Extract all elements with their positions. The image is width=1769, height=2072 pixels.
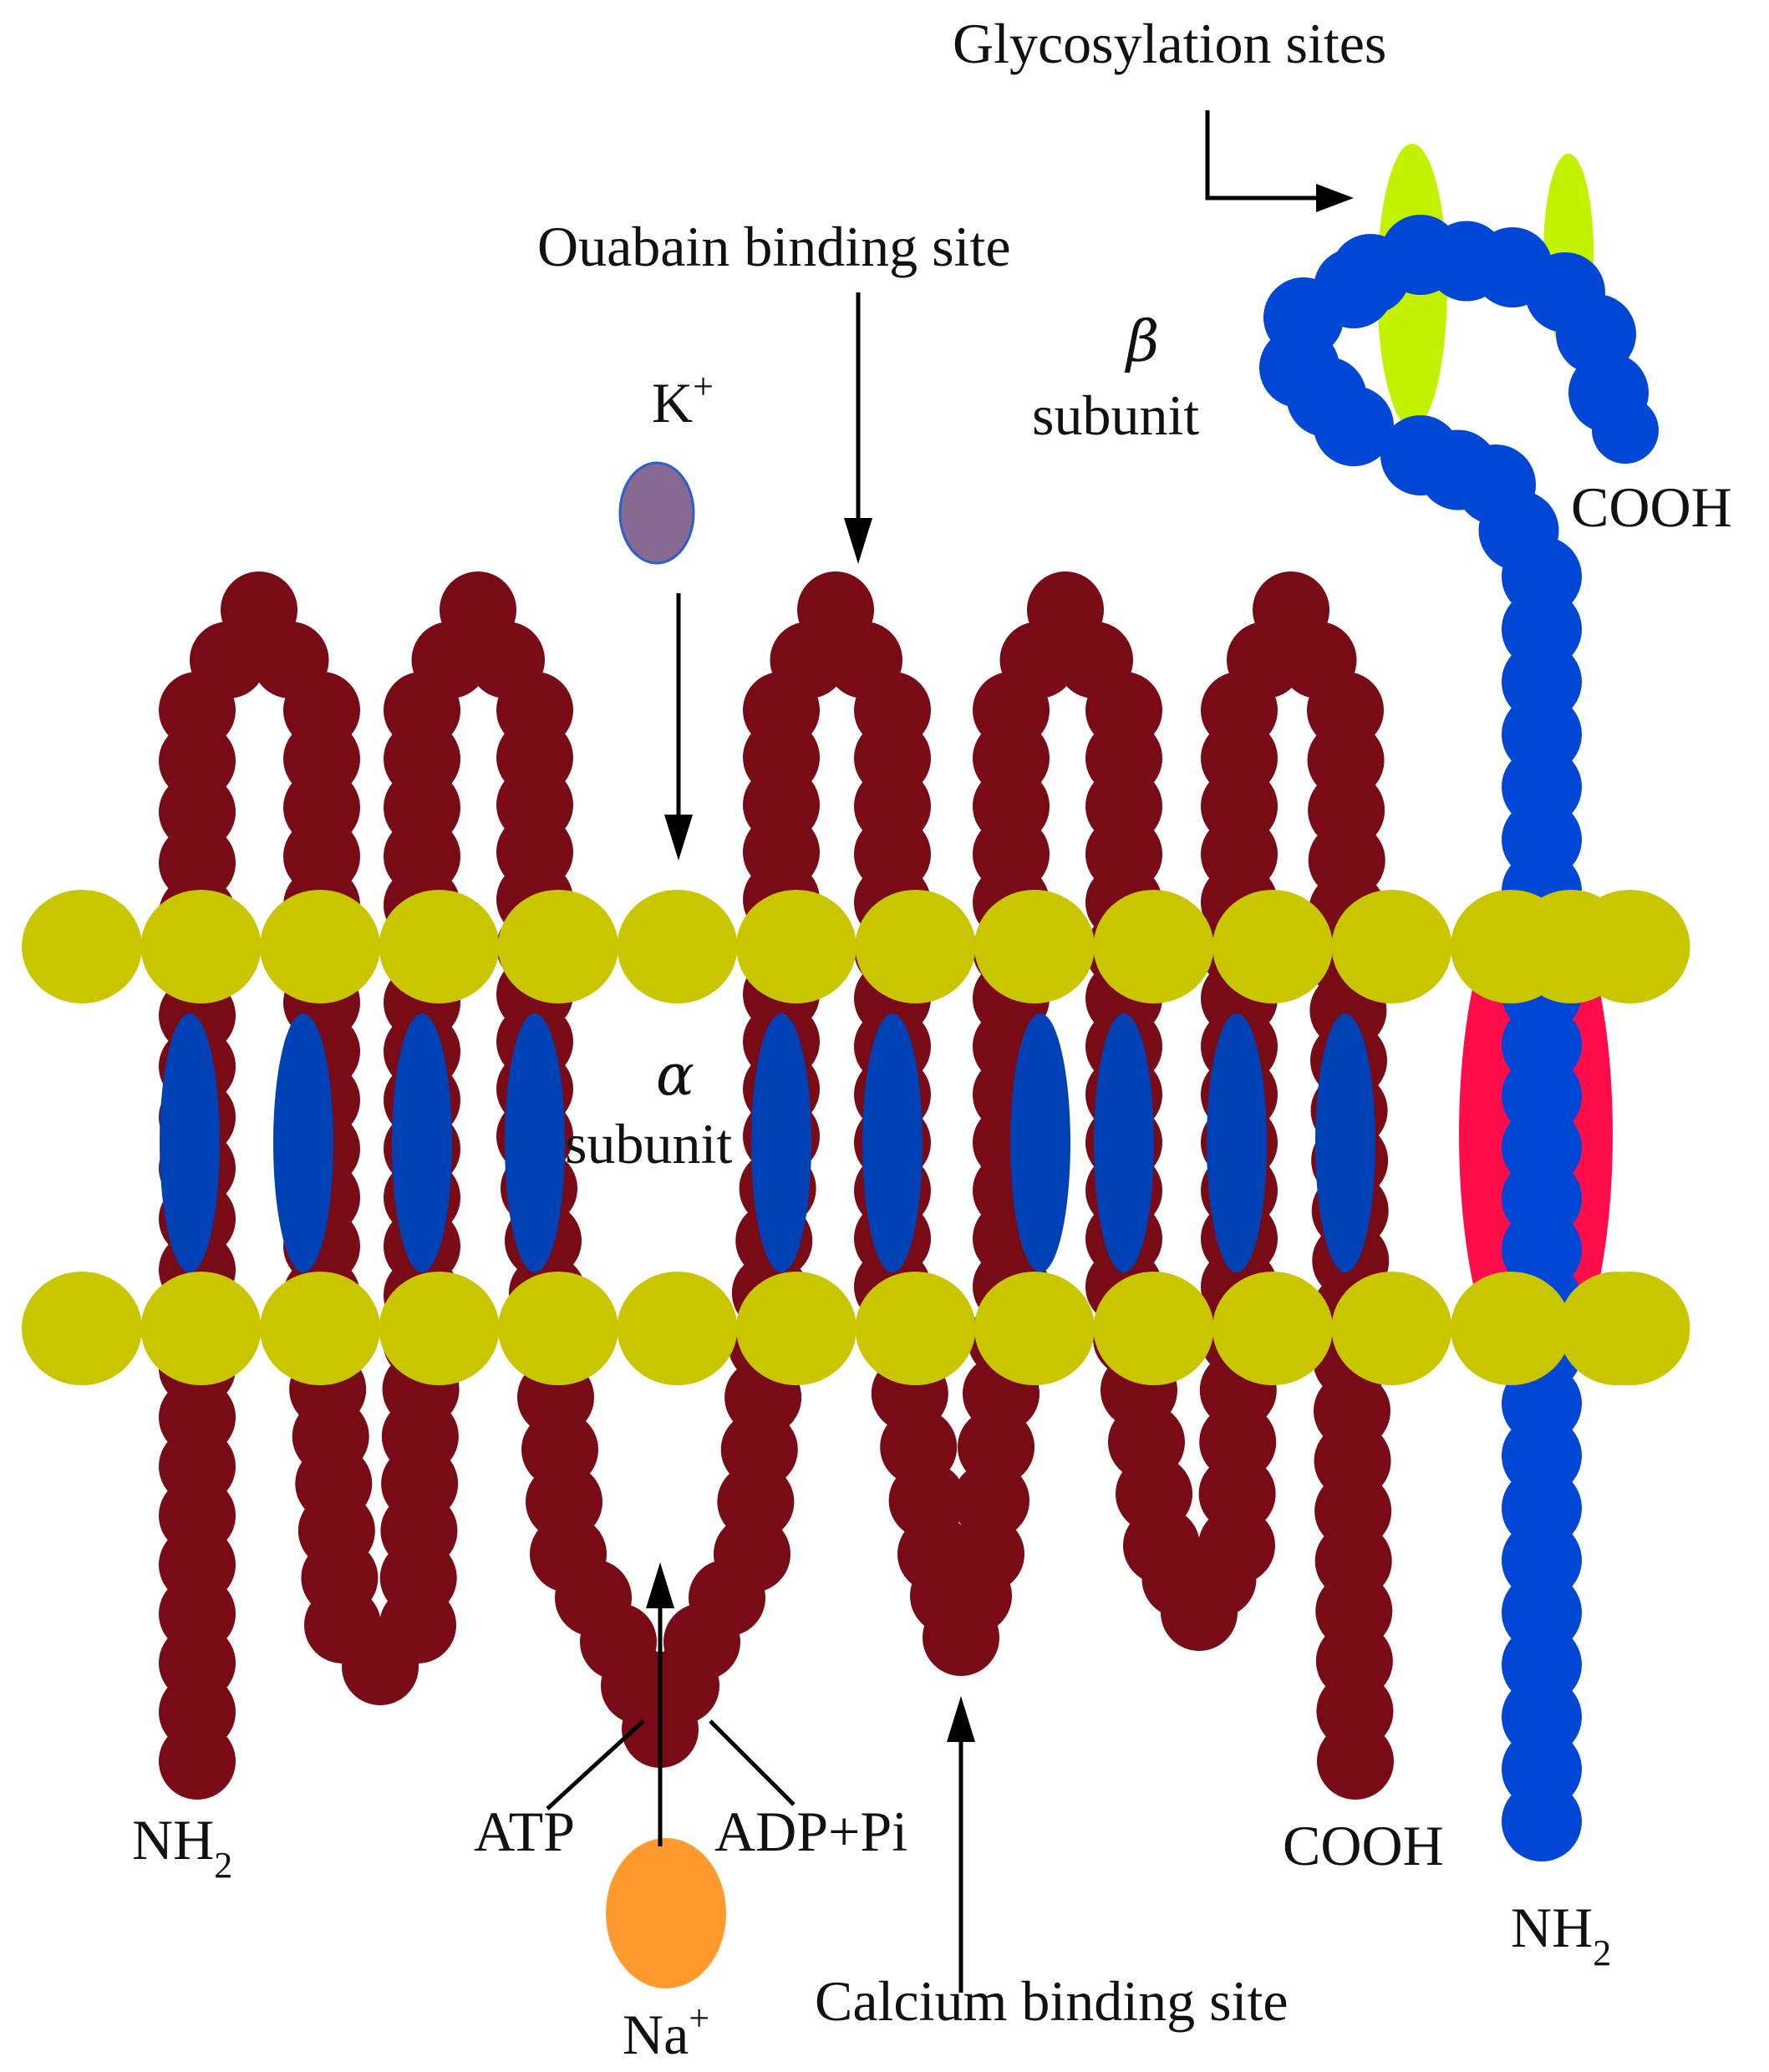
ouabain-binding-site-label: Ouabain binding site	[537, 215, 1011, 278]
lipid-head-outer	[1212, 890, 1333, 1003]
lipid-head-inner	[498, 1272, 618, 1385]
alpha-nh2-text: NH	[132, 1808, 214, 1871]
lipid-head-outer	[140, 890, 262, 1003]
alpha-cooh-label: COOH	[1283, 1814, 1444, 1877]
glycosylation-arrowhead	[1316, 184, 1354, 212]
tm-helix	[392, 1013, 452, 1272]
tm-helix	[505, 1013, 565, 1272]
adp-line	[709, 1719, 796, 1806]
lipid-head-inner	[974, 1272, 1095, 1385]
alpha-nh2-label: NH2	[132, 1808, 232, 1886]
lipid-head-inner	[1331, 1272, 1452, 1385]
atp-line	[546, 1719, 645, 1810]
lipid-head-outer	[22, 890, 142, 1003]
lipid-head-inner	[736, 1272, 857, 1385]
beta-nh2-subscript: 2	[1593, 1932, 1611, 1973]
lipid-head-outer	[736, 890, 857, 1003]
lipid-head-inner	[1558, 1272, 1675, 1385]
lipid-head-inner	[1212, 1272, 1333, 1385]
lipid-head-inner	[260, 1272, 380, 1385]
lipid-head-inner	[1451, 1272, 1571, 1385]
lipid-head-outer	[855, 890, 976, 1003]
potassium-ion	[618, 461, 695, 565]
beta-symbol: β	[1124, 309, 1159, 375]
na-arrowhead	[646, 1562, 674, 1608]
atp-label: ATP	[474, 1800, 575, 1863]
beta-residue	[1592, 397, 1659, 464]
beta-subunit-label: subunit	[1032, 383, 1199, 447]
tm-helix	[1094, 1013, 1154, 1272]
beta-nh2-label: NH2	[1511, 1896, 1611, 1973]
lipid-head-outer	[260, 890, 380, 1003]
adp-pi-label: ADP+Pi	[714, 1800, 907, 1863]
alpha-transmembrane-helices	[160, 1013, 1375, 1272]
arrows	[546, 110, 1354, 1993]
lipid-head-inner	[1093, 1272, 1214, 1385]
tm-helix	[273, 1013, 333, 1272]
alpha-residue	[1317, 1723, 1394, 1800]
tm-helix	[1315, 1013, 1375, 1272]
lipid-head-outer	[974, 890, 1095, 1003]
lipid-head-inner	[140, 1272, 262, 1385]
ouabain-arrowhead	[844, 518, 872, 564]
lipid-head-outer	[1512, 890, 1629, 1003]
beta-residue	[1380, 415, 1461, 495]
alpha-nh2-subscript: 2	[214, 1845, 232, 1886]
lipid-head-inner	[617, 1272, 738, 1385]
na-ion-symbol: Na	[623, 2003, 689, 2066]
na-ion-charge: +	[689, 1998, 709, 2039]
lipid-head-outer	[617, 890, 738, 1003]
lipid-head-inner	[379, 1272, 500, 1385]
glycosylation-sites-label: Glycosylation sites	[953, 12, 1386, 75]
tm-helix	[160, 1013, 220, 1272]
lipid-head-outer	[1093, 890, 1214, 1003]
calcium-binding-site-label: Calcium binding site	[815, 1969, 1289, 2033]
tm-helix	[751, 1013, 811, 1272]
lipid-head-outer	[1331, 890, 1452, 1003]
lipid-head-outer	[498, 890, 618, 1003]
lipid-head-inner	[855, 1272, 976, 1385]
lipid-bilayer	[22, 890, 1690, 1385]
beta-cooh-label: COOH	[1571, 475, 1732, 539]
alpha-subunit-label: subunit	[565, 1112, 732, 1176]
na-ion-label: Na+	[623, 1998, 709, 2066]
calcium-arrowhead	[947, 1696, 975, 1742]
k-ion-label: K+	[652, 366, 714, 434]
lipid-head-inner	[22, 1272, 142, 1385]
glycosylation-arrow-line	[1205, 110, 1324, 201]
tm-helix	[1010, 1013, 1070, 1272]
alpha-symbol: α	[656, 1043, 694, 1109]
beta-nh2-text: NH	[1511, 1896, 1593, 1959]
k-ion-symbol: K	[652, 371, 693, 434]
tm-helix	[862, 1013, 923, 1272]
tm-helix	[1207, 1013, 1267, 1272]
lipid-head-outer	[379, 890, 500, 1003]
k-arrowhead	[664, 815, 693, 861]
sodium-ion	[606, 1838, 726, 1988]
k-ion-charge: +	[693, 366, 714, 407]
